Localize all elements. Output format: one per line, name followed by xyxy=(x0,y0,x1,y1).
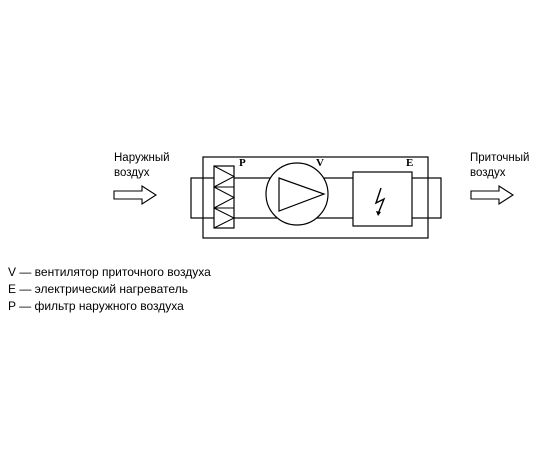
legend-item-heater: E — электрический нагреватель xyxy=(8,282,188,296)
outlet-label: Приточный воздух xyxy=(470,151,529,181)
filter-icon xyxy=(213,165,236,229)
fan-letter: V xyxy=(316,157,324,169)
outlet-label-line1: Приточный xyxy=(470,152,530,164)
outlet-arrow-icon xyxy=(470,184,515,206)
fan-icon xyxy=(265,162,329,226)
unit-housing xyxy=(202,156,429,239)
inlet-label: Наружный воздух xyxy=(114,151,170,181)
filter-letter: P xyxy=(239,157,246,169)
inlet-arrow-icon xyxy=(113,184,158,206)
electric-heater-icon xyxy=(352,171,413,227)
inlet-label-line2: воздух xyxy=(114,167,150,179)
outlet-label-line2: воздух xyxy=(470,167,506,179)
legend-item-filter: P — фильтр наружного воздуха xyxy=(8,299,184,313)
legend: V — вентилятор приточного воздуха E — эл… xyxy=(8,264,211,315)
heater-letter: E xyxy=(406,157,413,169)
legend-item-fan: V — вентилятор приточного воздуха xyxy=(8,265,211,279)
inlet-label-line1: Наружный xyxy=(114,152,170,164)
